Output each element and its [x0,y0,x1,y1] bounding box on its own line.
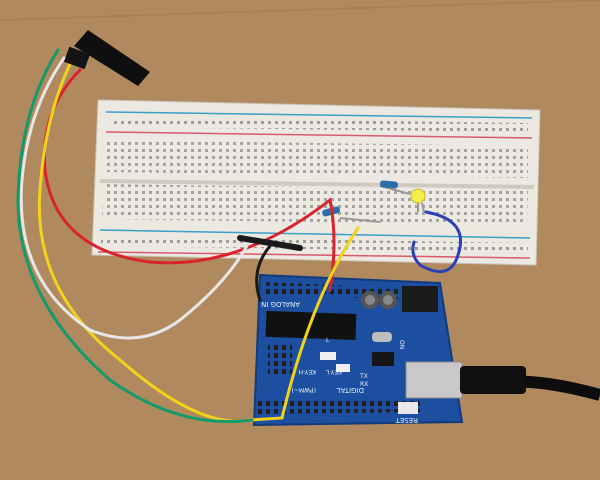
yellow-wire [37,58,360,423]
reset-button [398,402,418,414]
small-chip [372,352,394,366]
rx-label: RX [360,381,368,388]
l-label: L [326,337,330,344]
pwm-label: (PWM~) [292,386,316,393]
usb-plug [460,366,526,394]
green-wire [16,48,254,424]
analog-in-label: ANALOG IN [261,300,300,308]
key-button-1 [320,352,336,360]
key-h-label: KEY-H [299,368,316,375]
cardboard-crease [0,0,600,21]
key-l-label: KEY-L [325,368,342,375]
tx-label: TX [359,373,368,380]
crystal [372,332,392,342]
power-jack [402,286,438,312]
blue-wire [411,210,463,274]
black-wire-1 [237,235,303,251]
arduino-board: ANALOG IN DIGITAL RESET (PWM~) KEY-L KEY… [252,273,464,427]
key-button-2 [336,364,350,372]
on-label: ON [398,340,405,349]
resistor-2 [379,180,398,189]
white-wire [19,56,252,340]
wire-connector [63,30,150,86]
usb-port [405,361,463,399]
digital-label: DIGITAL [337,386,364,394]
jumper-wires [16,48,463,424]
usb-cable [461,374,600,401]
breadboard [91,99,541,266]
reset-label: RESET [395,416,418,424]
yellow-led [410,188,426,204]
black-wire-2 [255,244,272,302]
